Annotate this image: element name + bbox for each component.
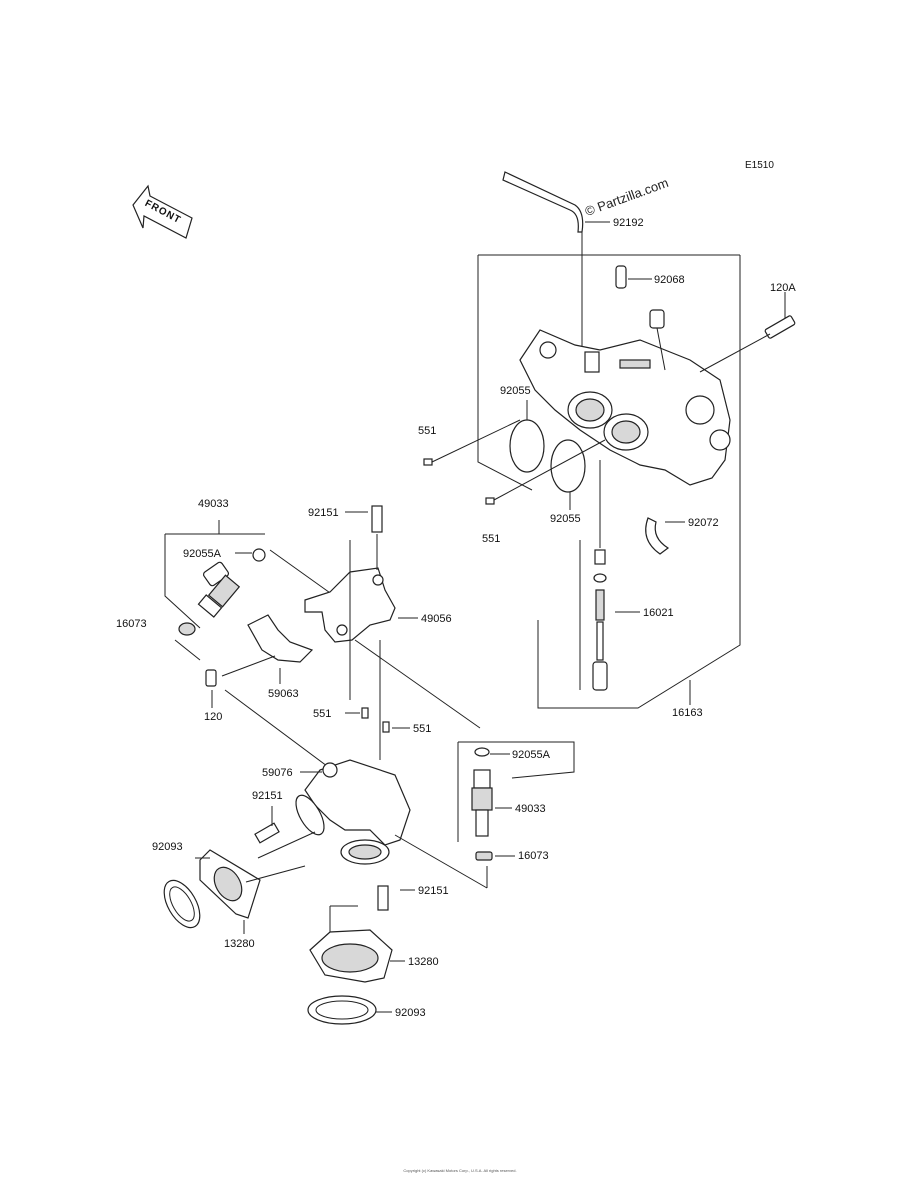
idle-screw-assembly <box>592 460 608 691</box>
part-label: 16163 <box>672 707 703 719</box>
part-label: 120A <box>770 282 796 294</box>
part-label: 120 <box>204 711 223 723</box>
part-label: 49033 <box>198 498 229 510</box>
dowel-pin <box>423 458 433 466</box>
bolt <box>371 505 383 533</box>
part-label: 92151 <box>418 885 449 897</box>
part-label: 59063 <box>268 688 299 700</box>
seal <box>178 622 196 636</box>
clip-part <box>615 265 627 289</box>
part-label: 49056 <box>421 613 452 625</box>
part-label: 92151 <box>308 507 339 519</box>
part-label: 551 <box>413 723 432 735</box>
intake-manifold <box>295 759 411 865</box>
part-label: 49033 <box>515 803 546 815</box>
fuel-injector-2 <box>471 747 493 837</box>
bracket <box>247 614 314 663</box>
hose-clamp <box>645 517 670 555</box>
throttle-body-group-frame <box>477 254 741 709</box>
part-label: 92068 <box>654 274 685 286</box>
part-label: 92055A <box>512 749 550 761</box>
throttle-body <box>519 309 731 486</box>
bolt <box>205 669 217 687</box>
part-label: 92055 <box>550 513 581 525</box>
bolt <box>254 822 280 844</box>
part-label: 92093 <box>152 841 183 853</box>
part-label: 92151 <box>252 790 283 802</box>
seal <box>475 851 493 861</box>
o-ring <box>550 439 586 493</box>
part-label: 16073 <box>518 850 549 862</box>
bolt <box>377 885 389 911</box>
part-label: 551 <box>313 708 332 720</box>
part-label: 92192 <box>613 217 644 229</box>
gasket <box>163 879 201 929</box>
part-label: 92093 <box>395 1007 426 1019</box>
dowel-pin <box>361 707 369 719</box>
diagram-code: E1510 <box>745 160 774 171</box>
dowel-pin <box>485 497 495 505</box>
part-label: 13280 <box>408 956 439 968</box>
part-label: 551 <box>482 533 501 545</box>
part-label: 92072 <box>688 517 719 529</box>
fuel-injector <box>197 548 266 618</box>
gasket-2 <box>307 995 377 1025</box>
o-ring <box>509 419 545 473</box>
part-label: 16021 <box>643 607 674 619</box>
injector-group-frame-2 <box>457 741 575 842</box>
part-label: 92055 <box>500 385 531 397</box>
part-label: 551 <box>418 425 437 437</box>
part-label: 16073 <box>116 618 147 630</box>
injector-group-frame <box>164 520 341 629</box>
part-label: 13280 <box>224 938 255 950</box>
part-label: 59076 <box>262 767 293 779</box>
bolt-120a <box>764 315 796 339</box>
copyright-text: Copyright (c) Kawasaki Motors Corp., U.S… <box>403 1168 517 1173</box>
flange-2 <box>309 929 393 983</box>
dowel-pin <box>382 721 390 733</box>
front-arrow-icon <box>132 184 193 239</box>
breather-hose <box>502 171 584 233</box>
part-label: 92055A <box>183 548 221 560</box>
